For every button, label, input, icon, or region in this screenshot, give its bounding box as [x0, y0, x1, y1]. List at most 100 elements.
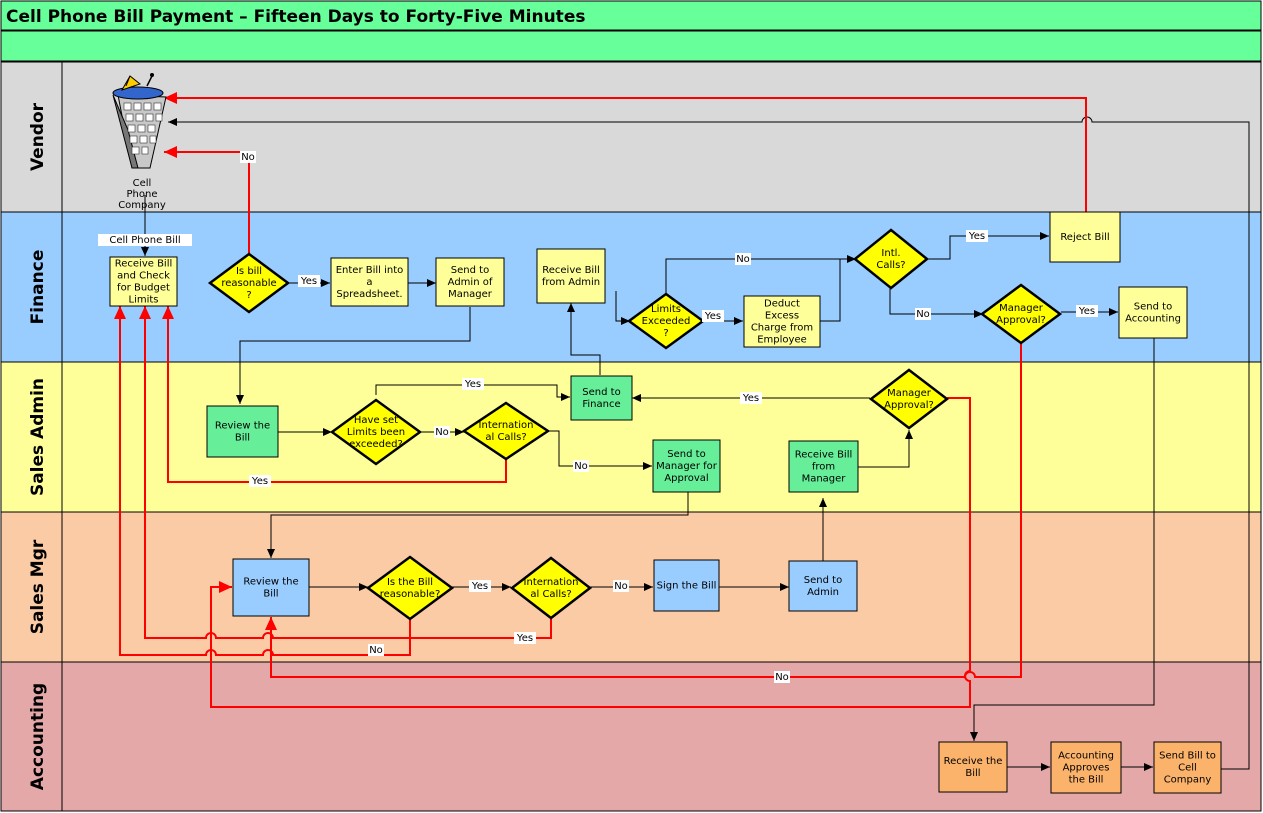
node-intl-calls: Intl.Calls? — [853, 228, 929, 290]
label-no-mgr-sign: No — [613, 580, 629, 592]
label-text: No — [241, 152, 255, 163]
label-no-reject-vendor: No — [240, 151, 256, 163]
process-box — [788, 560, 858, 612]
label-no-limits-intl: No — [735, 253, 751, 265]
flow-send-to-company — [168, 116, 1250, 770]
label-no-finance-review: No — [774, 671, 790, 683]
label-bg — [298, 275, 320, 287]
flow-intl-no-send-manager — [548, 430, 652, 470]
label-bg — [434, 426, 450, 438]
decision-shape — [979, 283, 1063, 345]
title-bar — [0, 0, 1262, 31]
lane-label-accounting: Accounting — [28, 683, 48, 790]
label-cell-phone-bill: Cell Phone Bill — [98, 234, 192, 246]
flow-mgr-reasonable-no-receive — [114, 306, 411, 656]
cell-phone-company-icon — [112, 73, 167, 169]
label-bg — [915, 308, 931, 320]
flow-accounting-to-receive — [970, 338, 1155, 741]
decision-shape — [509, 556, 593, 620]
flow-finance-approval-no-review-mgr — [265, 343, 1022, 678]
node-label: Sign the Bill — [657, 581, 717, 592]
label-text: Yes — [968, 231, 985, 242]
label-bg — [462, 378, 484, 390]
subtitle-bar — [0, 30, 1262, 62]
process-box — [653, 559, 720, 612]
label-text: No — [369, 645, 383, 656]
flow-intl-yes-reject — [927, 232, 1049, 260]
label-yes-admin-finance: Yes — [249, 475, 271, 487]
label-no-intl-admin: No — [434, 426, 450, 438]
decision-shape — [868, 368, 950, 430]
process-box — [1050, 741, 1122, 794]
decision-shape — [626, 292, 706, 350]
label-bg — [240, 151, 256, 163]
label-bg — [98, 234, 192, 246]
flow-admin-intl-yes-receive — [162, 306, 507, 483]
process-box — [536, 248, 606, 304]
flow-deduct-to-intl — [820, 259, 841, 322]
decision-shape — [461, 401, 551, 461]
label-yes-reject: Yes — [966, 230, 988, 242]
label-bg — [702, 310, 724, 322]
lane-header-sales-admin — [0, 361, 63, 513]
lane-header-vendor — [0, 61, 63, 213]
flow-mgr-intl-yes-receive — [139, 306, 552, 639]
label-text: No — [614, 581, 628, 592]
page-title: Cell Phone Bill Payment – Fifteen Days t… — [6, 7, 585, 27]
flow-limits-no-intl — [665, 255, 856, 303]
label-text: No — [775, 672, 789, 683]
label-bg — [735, 253, 751, 265]
process-box — [1153, 741, 1222, 794]
label-yes-deduct: Yes — [702, 310, 724, 322]
flow-receive-manager-to-approval — [858, 430, 913, 468]
process-box — [788, 440, 859, 493]
label-bg — [966, 230, 988, 242]
process-box — [206, 405, 279, 458]
process-box — [330, 257, 409, 307]
label-yes-mgr-reasonable: Yes — [469, 580, 491, 592]
flow-send-manager-to-review — [267, 492, 689, 558]
flow-send-finance-to-receive — [567, 303, 601, 375]
process-box — [570, 375, 633, 421]
flow-intl-no-approval — [889, 288, 983, 318]
process-box — [435, 257, 505, 307]
connectors — [114, 92, 1250, 771]
label-text: Yes — [251, 476, 268, 487]
flow-limits-yes-send-finance — [375, 384, 570, 401]
lane-label-sales-admin: Sales Admin — [28, 378, 48, 496]
label-yes-send-finance-top: Yes — [462, 378, 484, 390]
label-text: Yes — [300, 276, 317, 287]
